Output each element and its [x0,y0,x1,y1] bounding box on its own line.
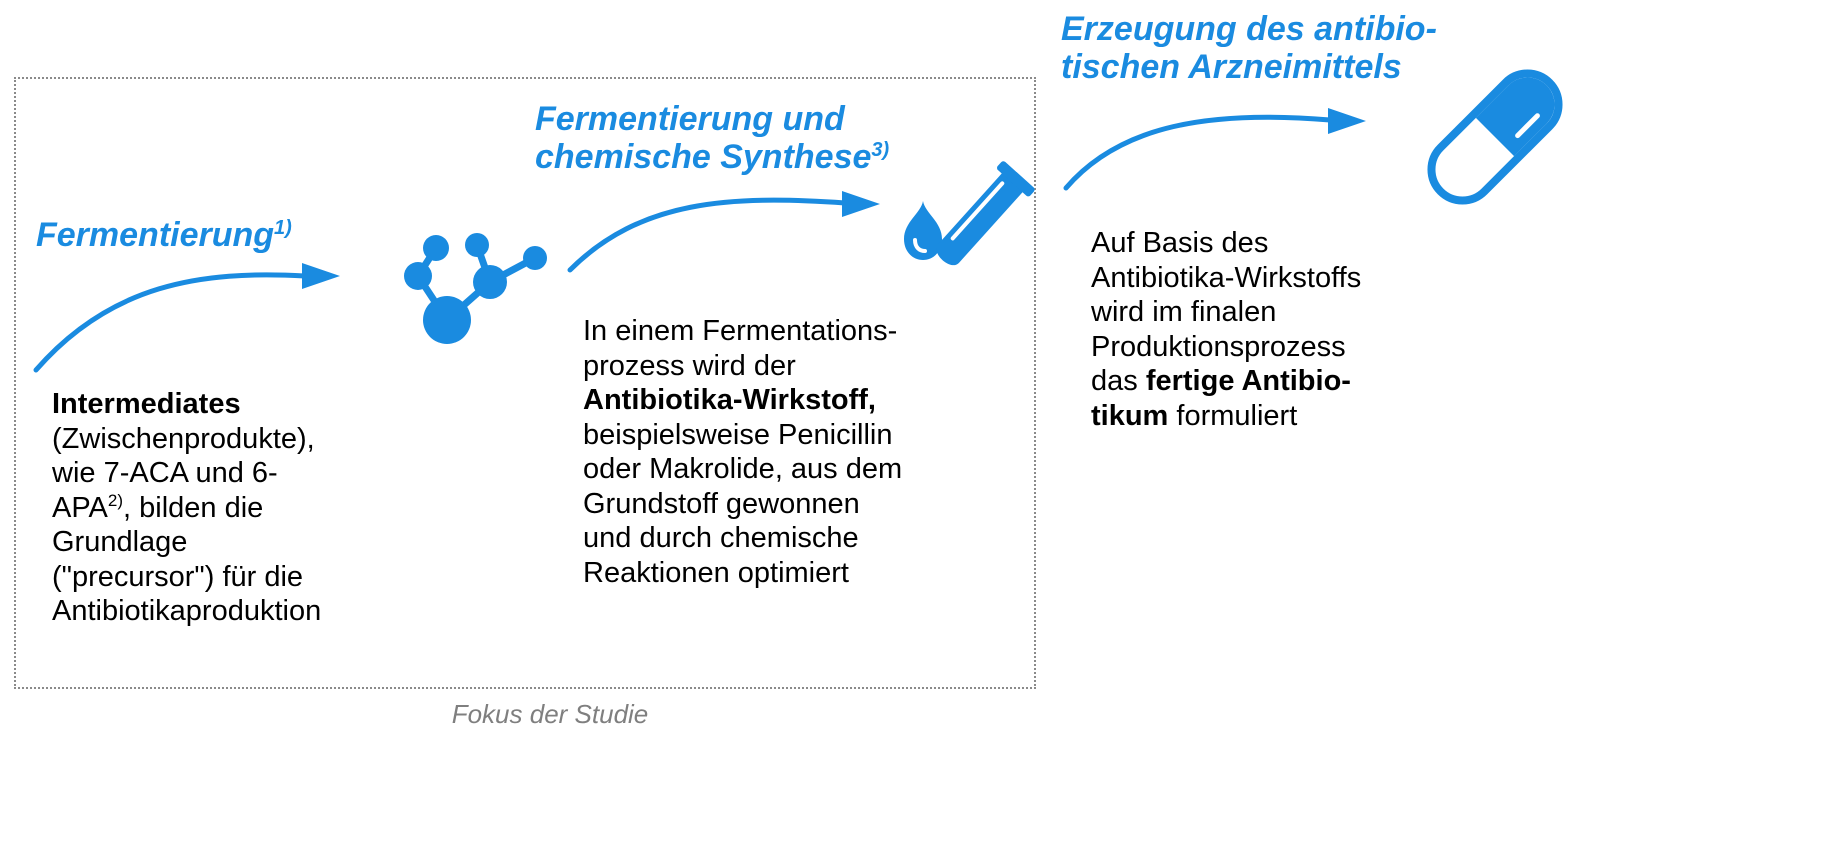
step-3-title: Erzeugung des antibio- tischen Arzneimit… [1061,10,1437,86]
text-line: wie 7-ACA und 6- [52,457,278,489]
step-1-description: Intermediates (Zwischenprodukte), wie 7-… [52,387,321,629]
text-line: wird im finalen [1091,296,1277,328]
text-line: oder Makrolide, aus dem [583,453,903,485]
step-2-title: Fermentierung und chemische Synthese3) [535,100,890,176]
text-line: und durch chemische [583,522,859,554]
text-line: tikum formuliert [1091,399,1298,432]
text-line: Grundlage [52,526,188,558]
text-line: Antibiotika-Wirkstoffs [1091,261,1362,294]
focus-label: Fokus der Studie [451,699,649,729]
step-2-description: In einem Fermentations- prozess wird der… [583,314,902,590]
text-line: Antibiotika-Wirkstoff, [583,384,876,416]
footnote-marker: 2) [107,490,124,510]
text-line: Intermediates [52,388,241,420]
text-line: Antibiotikaproduktion [52,595,322,627]
capsule-icon [1427,69,1563,205]
text-line: Grundstoff gewonnen [583,487,860,520]
text-line: Produktionsprozess [1091,330,1346,363]
step-3-description: Auf Basis des Antibiotika-Wirkstoffs wir… [1091,226,1361,433]
text-line: ("precursor") für die [52,560,304,593]
step-1-title: Fermentierung1) [36,216,292,254]
text-line: APA2), bilden die [52,490,264,524]
step-2-footnote: 3) [871,139,890,161]
text-line: das fertige Antibio- [1091,365,1351,397]
step-1-footnote: 1) [274,217,292,239]
focus-region [14,77,1036,689]
text-line: beispielsweise Penicillin [583,418,893,451]
text-line: In einem Fermentations- [583,315,898,347]
text-line: Reaktionen optimiert [583,556,849,589]
test-tube-icon [904,161,1035,265]
text-line: (Zwischenprodukte), [52,422,315,455]
text-line: Auf Basis des [1091,227,1269,259]
text-line: prozess wird der [583,349,796,382]
molecule-icon [404,233,547,344]
